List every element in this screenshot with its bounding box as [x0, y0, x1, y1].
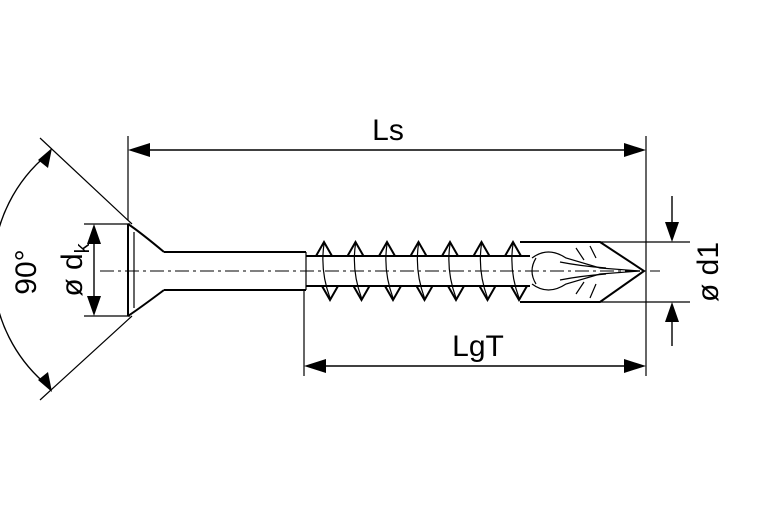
- ls-dimension: [128, 143, 646, 157]
- thread-flank: [322, 243, 331, 299]
- head-diameter-dimension: [87, 224, 101, 316]
- thread-flank: [479, 243, 489, 299]
- lgt-label: LgT: [452, 330, 504, 363]
- drill-tip: [520, 241, 646, 303]
- thread-crest-bottom: [478, 285, 497, 303]
- thread-crest-top: [472, 239, 491, 257]
- thread-crest-top: [441, 239, 459, 257]
- screw-thread: [306, 239, 530, 303]
- thread-crest-bottom: [321, 285, 339, 303]
- thread-flank: [416, 243, 426, 299]
- extension-lines: [39, 136, 690, 401]
- thread-crest-bottom: [415, 285, 434, 303]
- thread-crest-top: [504, 239, 522, 257]
- screw-head: [127, 223, 165, 317]
- thread-diameter-label: ø d1: [692, 242, 725, 302]
- lgt-dimension: [304, 359, 646, 373]
- head-diameter-label: ø dk: [56, 242, 94, 296]
- angle-dimension: [0, 148, 52, 392]
- head-diameter-symbol: ø d: [56, 253, 89, 296]
- angle-label: 90°: [10, 249, 43, 294]
- thread-crest-top: [378, 239, 396, 257]
- thread-crest-bottom: [447, 285, 465, 303]
- thread-flank: [511, 243, 520, 299]
- thread-flank: [385, 243, 394, 299]
- thread-crest-top: [409, 239, 428, 257]
- thread-crest-top: [346, 239, 365, 257]
- thread-crest-top: [315, 239, 333, 257]
- thread-crest-bottom: [352, 285, 371, 303]
- ls-label: Ls: [372, 114, 404, 147]
- thread-diameter-dimension: [665, 196, 679, 346]
- thread-flank: [448, 243, 457, 299]
- thread-crest-bottom: [384, 285, 402, 303]
- thread-crest-bottom: [510, 285, 528, 303]
- head-diameter-subscript: k: [72, 242, 94, 253]
- thread-flank: [353, 243, 363, 299]
